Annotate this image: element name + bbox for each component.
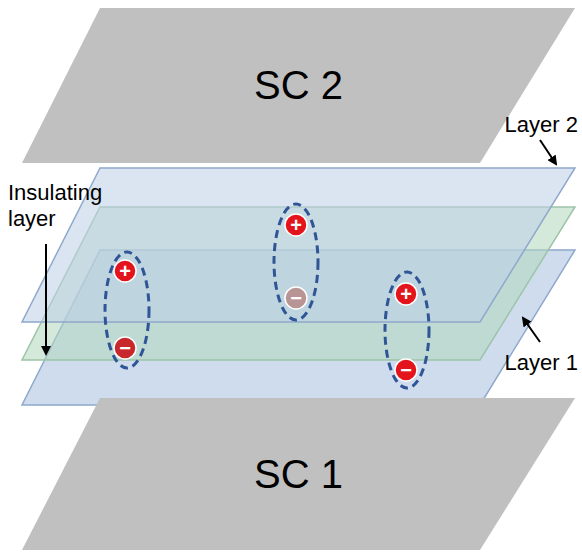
charge-circle: −	[113, 336, 137, 360]
charge-sign: +	[400, 284, 412, 304]
charge-sign: −	[400, 360, 412, 380]
plate-label: SC 1	[254, 452, 343, 497]
plate-label: SC 2	[254, 63, 343, 108]
charge-circle: +	[113, 259, 137, 283]
layer-label: Insulating layer	[8, 180, 128, 233]
charge-circle: +	[394, 282, 418, 306]
charge-circle: +	[284, 213, 308, 237]
superconductor-plate: SC 1	[22, 398, 575, 550]
charge-sign: +	[119, 261, 131, 281]
layer-label: Layer 2	[505, 112, 578, 138]
leader-arrow	[45, 244, 47, 354]
leader-arrow	[523, 318, 540, 342]
exciton-outline	[274, 204, 318, 320]
exciton-outline	[385, 272, 429, 388]
layer-label: Layer 1	[505, 350, 578, 376]
charge-circle: −	[394, 358, 418, 382]
leader-arrow	[540, 140, 556, 164]
superconductor-plate: SC 2	[22, 8, 575, 163]
charge-sign: −	[290, 288, 302, 308]
charge-sign: −	[119, 338, 131, 358]
exciton-outline	[105, 252, 149, 368]
charge-circle: −	[284, 286, 308, 310]
charge-sign: +	[290, 215, 302, 235]
